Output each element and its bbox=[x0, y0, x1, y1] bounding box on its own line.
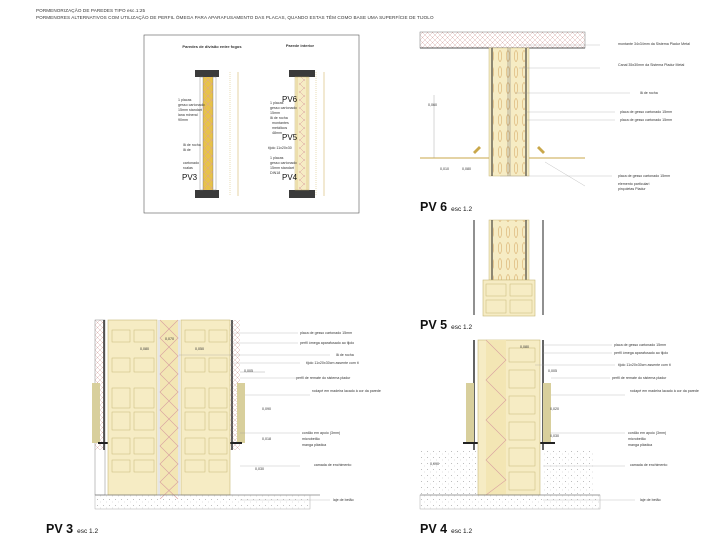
svg-text:0,070: 0,070 bbox=[165, 337, 174, 341]
svg-text:metálicos: metálicos bbox=[272, 126, 287, 130]
svg-text:placa de gesso cartonado 15mm: placa de gesso cartonado 15mm bbox=[618, 174, 670, 178]
svg-text:pinçoletas Pladur: pinçoletas Pladur bbox=[618, 187, 646, 191]
svg-text:0,005: 0,005 bbox=[244, 369, 253, 373]
pv3-callouts: placa de gesso cartonado 15mm perfil óme… bbox=[179, 331, 381, 502]
detail-pv5 bbox=[473, 219, 544, 317]
svg-text:0,060: 0,060 bbox=[428, 103, 437, 107]
svg-text:Canal 35x30mm da Sistema Pladu: Canal 35x30mm da Sistema Pladur Metal bbox=[618, 63, 685, 67]
detail-pv4: 0,090 0,005 0,020 0,030 0,080 placa de g… bbox=[419, 339, 699, 510]
sheet-subtitle: PORMENORES ALTERNATIVOS COM UTILIZAÇÃO D… bbox=[36, 15, 434, 20]
pv5-callouts: placa de gesso cartonado 15mm perfil óme… bbox=[535, 343, 699, 502]
svg-text:roalas: roalas bbox=[183, 166, 193, 170]
overview-tag-pv4[interactable]: PV4 bbox=[282, 173, 298, 182]
svg-text:camada de enchimento: camada de enchimento bbox=[630, 463, 667, 467]
svg-text:perfil de remate do sistema pl: perfil de remate do sistema pladur bbox=[612, 376, 667, 380]
svg-text:0,050: 0,050 bbox=[195, 347, 204, 351]
svg-text:rodapé em madeira lacado à cor: rodapé em madeira lacado à cor da parede bbox=[630, 389, 699, 393]
svg-text:0,080: 0,080 bbox=[140, 347, 149, 351]
svg-text:perfil ómega aparafusado ao ti: perfil ómega aparafusado ao tijolo bbox=[614, 351, 668, 355]
svg-text:perfil ómega aparafusado ao ti: perfil ómega aparafusado ao tijolo bbox=[300, 341, 354, 345]
svg-text:montante 34x34mm da Sistema Pl: montante 34x34mm da Sistema Pladur Metal bbox=[618, 42, 690, 46]
svg-text:0,090: 0,090 bbox=[430, 462, 439, 466]
svg-text:0,080: 0,080 bbox=[520, 345, 529, 349]
svg-text:0,018: 0,018 bbox=[262, 437, 271, 441]
detail-pv3: 0,005 0,090 0,018 0,030 0,070 0,050 0,08… bbox=[92, 319, 381, 510]
svg-text:15mm standart: 15mm standart bbox=[270, 166, 294, 170]
svg-text:tijolo 11x20x30cm assente com: tijolo 11x20x30cm assente com ti bbox=[306, 361, 359, 365]
svg-text:cartonado: cartonado bbox=[183, 161, 199, 165]
svg-text:15mm: 15mm bbox=[270, 111, 280, 115]
svg-text:placa de gesso cartonado 15mm: placa de gesso cartonado 15mm bbox=[300, 331, 352, 335]
svg-text:placa de gesso cartonado 15mm: placa de gesso cartonado 15mm bbox=[614, 343, 666, 347]
svg-text:manga plástica: manga plástica bbox=[302, 443, 326, 447]
svg-text:tijolo 11x20x30cm assente com: tijolo 11x20x30cm assente com ti bbox=[618, 363, 671, 367]
svg-text:0,090: 0,090 bbox=[262, 407, 271, 411]
svg-text:90mm: 90mm bbox=[178, 118, 188, 122]
overview-left-notes: 1 placas gesso cartonado 15mm standart l… bbox=[178, 98, 205, 170]
svg-text:0,030: 0,030 bbox=[255, 467, 264, 471]
svg-text:camada de enchimento: camada de enchimento bbox=[314, 463, 351, 467]
overview-panel: Paredes de divisão entre fogos Parede in… bbox=[143, 34, 360, 214]
pv6-callouts: montante 34x34mm da Sistema Pladur Metal… bbox=[500, 42, 690, 191]
overview-right-title: Parede interior bbox=[286, 43, 315, 48]
svg-text:cordão em apoio (3mm): cordão em apoio (3mm) bbox=[628, 431, 666, 435]
svg-text:0,020: 0,020 bbox=[550, 407, 559, 411]
svg-text:placa de gesso cartonado 15mm: placa de gesso cartonado 15mm bbox=[620, 118, 672, 122]
svg-text:1 placas: 1 placas bbox=[178, 98, 192, 102]
svg-text:gesso cartonado: gesso cartonado bbox=[270, 106, 297, 110]
svg-text:0,080: 0,080 bbox=[462, 167, 471, 171]
svg-text:microbetão: microbetão bbox=[628, 437, 646, 441]
overview-tag-pv6[interactable]: PV6 bbox=[282, 95, 298, 104]
svg-text:lã de: lã de bbox=[183, 148, 191, 152]
svg-text:lã de rocha: lã de rocha bbox=[640, 91, 658, 95]
svg-text:laje de betão: laje de betão bbox=[333, 498, 354, 502]
detail-pv6: 0,060 0,010 0,080 montante 34x34mm da Si… bbox=[419, 31, 690, 191]
svg-text:0,010: 0,010 bbox=[440, 167, 449, 171]
svg-text:montantes: montantes bbox=[272, 121, 289, 125]
svg-text:DIN18: DIN18 bbox=[270, 171, 280, 175]
svg-text:microbetão: microbetão bbox=[302, 437, 320, 441]
svg-text:elemento particulari: elemento particulari bbox=[618, 182, 650, 186]
svg-text:gesso cartonado: gesso cartonado bbox=[178, 103, 205, 107]
overview-tag-pv3[interactable]: PV3 bbox=[182, 173, 198, 182]
svg-text:lã de rocha: lã de rocha bbox=[336, 353, 354, 357]
svg-text:lã de rocha: lã de rocha bbox=[270, 116, 288, 120]
svg-text:1 placas: 1 placas bbox=[270, 101, 284, 105]
overview-right-notes: 1 placas gesso cartonado 15mm lã de roch… bbox=[268, 101, 297, 175]
svg-text:lã de rocha: lã de rocha bbox=[183, 143, 201, 147]
svg-text:cordão em apoio (3mm): cordão em apoio (3mm) bbox=[302, 431, 340, 435]
sheet-title: PORMENORIZAÇÃO DE PAREDES TIPO esc.1:25 bbox=[36, 8, 146, 13]
svg-text:laje de betão: laje de betão bbox=[640, 498, 661, 502]
svg-text:placa de gesso cartonado 15mm: placa de gesso cartonado 15mm bbox=[620, 110, 672, 114]
svg-text:gesso cartonado: gesso cartonado bbox=[270, 161, 297, 165]
svg-text:tijolo 11x20x30: tijolo 11x20x30 bbox=[268, 146, 292, 150]
svg-text:manga plástica: manga plástica bbox=[628, 443, 652, 447]
svg-text:1 placas: 1 placas bbox=[270, 156, 284, 160]
overview-left-title: Paredes de divisão entre fogos bbox=[182, 44, 242, 49]
overview-tag-pv5[interactable]: PV5 bbox=[282, 133, 298, 142]
svg-text:lana mineral: lana mineral bbox=[178, 113, 198, 117]
svg-text:0,005: 0,005 bbox=[548, 369, 557, 373]
svg-text:perfil de remate do sistema pl: perfil de remate do sistema pladur bbox=[296, 376, 351, 380]
svg-text:48mm: 48mm bbox=[272, 131, 282, 135]
svg-text:15mm standart: 15mm standart bbox=[178, 108, 202, 112]
svg-text:rodapé em madeira lacado à cor: rodapé em madeira lacado à cor da parede bbox=[312, 389, 381, 393]
svg-text:0,030: 0,030 bbox=[550, 434, 559, 438]
